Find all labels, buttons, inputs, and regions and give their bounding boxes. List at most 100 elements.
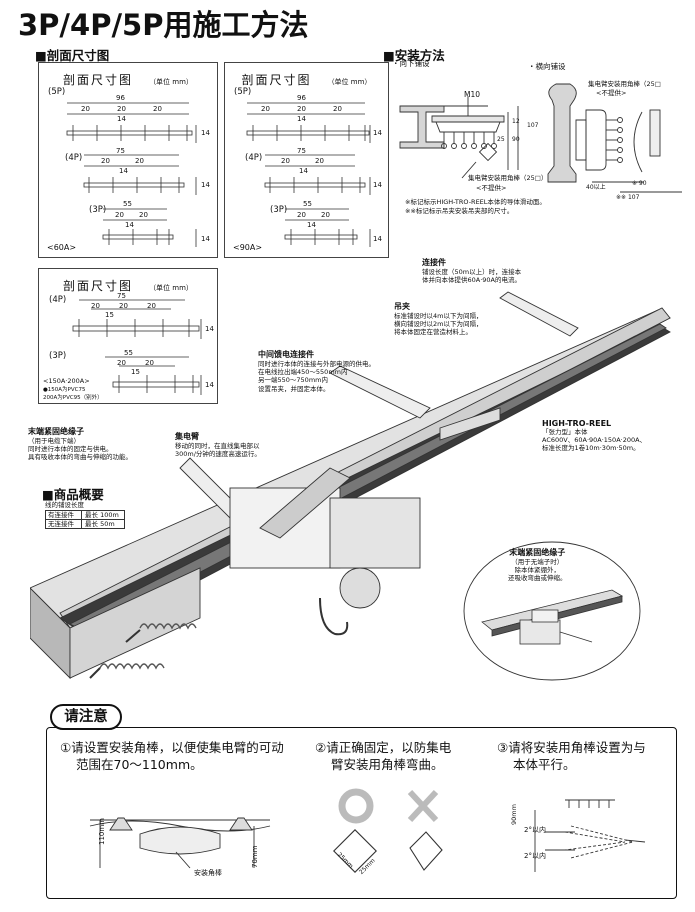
step3-dim-90: 90mm <box>510 804 518 825</box>
dim-25: 25 <box>497 136 505 143</box>
pitch-4p-c: 20 <box>147 302 156 310</box>
inner-3p: 14 <box>125 221 134 229</box>
callout-collector-arm: 集电臂 移动的同时，在直线集电部以 300m/分钟的速度高速运行。 <box>175 432 261 459</box>
label-5p: (5P) <box>234 87 252 97</box>
pitch-5p-b: 20 <box>117 105 126 113</box>
step1-dim-left: 110mm <box>98 818 106 845</box>
width-3p: 55 <box>123 200 132 208</box>
footer-150a-note2: 200A为PVC95（别外） <box>43 395 103 401</box>
dim-90-side: ※ 90 <box>632 180 647 187</box>
profile-drawing-150a <box>72 299 202 395</box>
overview-table: 有连接件 最长 100m 无连接件 最长 50m <box>45 510 125 529</box>
install-drawing <box>399 83 682 193</box>
pitch-3p-b: 20 <box>145 359 154 367</box>
overview-heading: 线的铺设长度 <box>45 501 84 509</box>
callout-high-tro-reel: HIGH-TRO-REEL 「张力型」本体 AC600V、60A·90A·150… <box>542 419 647 453</box>
install-note-2: ※※标记标示吊夹安装吊夹部的尺寸。 <box>405 207 514 215</box>
dim-107: 107 <box>527 122 539 129</box>
height-3p: 14 <box>205 381 214 389</box>
inner-3p: 15 <box>131 368 140 376</box>
profile-drawing-90a <box>246 102 371 247</box>
width-4p: 75 <box>116 147 125 155</box>
bolt-m10-label: M10 <box>464 90 481 99</box>
dimension-box-title: 剖面尺寸图（单位 mm） <box>241 73 372 87</box>
pitch-4p-a: 20 <box>91 302 100 310</box>
label-3p: (3P) <box>270 205 288 215</box>
page-title: 3P/4P/5P用施工方法 <box>18 8 309 42</box>
section-install-heading: ■安装方法 <box>383 48 445 63</box>
install-note-1: ※标记标示HIGH-TRO-REEL本体的导体滑动面。 <box>405 198 546 206</box>
dimension-box-title: 剖面尺寸图（单位 mm） <box>63 73 193 87</box>
label-4p: (4P) <box>65 153 83 163</box>
pitch-4p-a: 20 <box>101 157 110 165</box>
pitch-3p-a: 20 <box>115 211 124 219</box>
label-5p: (5P) <box>48 87 66 97</box>
pitch-3p-b: 20 <box>139 211 148 219</box>
pitch-4p-b: 20 <box>119 302 128 310</box>
height-4p: 14 <box>201 181 210 189</box>
inner-5p: 14 <box>117 115 126 123</box>
not-supplied-side: <不提供> <box>596 89 627 97</box>
install-side-label: ・横向铺设 <box>528 62 566 71</box>
width-4p: 75 <box>117 292 126 300</box>
width-5p: 96 <box>116 94 125 102</box>
dimension-box-60a: 剖面尺寸图（单位 mm） (5P) (4P) (3P) 96 75 55 20 … <box>38 62 218 258</box>
step3-angle-2: 2°以内 <box>524 852 546 860</box>
dim-12: 12 <box>512 118 520 125</box>
label-3p: (3P) <box>49 351 67 361</box>
dim-90: 90 <box>512 136 520 143</box>
step1-dim-right: 70mm <box>251 845 259 868</box>
label-4p: (4P) <box>49 295 67 305</box>
step1-drawing <box>89 817 271 869</box>
pitch-3p-b: 20 <box>321 211 330 219</box>
footer-150a-note1: ●150A为PVC75 <box>43 387 86 393</box>
pitch-3p-a: 20 <box>297 211 306 219</box>
dimension-box-title: 剖面尺寸图（单位 mm） <box>63 279 193 293</box>
step3-drawing <box>534 799 646 872</box>
callout-end-insulator: 末端紧固绝缘子 （用于电缆下端） 同时进行本体的固定与供电。 具有吸收本体的弯曲… <box>28 427 132 462</box>
width-3p: 55 <box>303 200 312 208</box>
pitch-5p-a: 20 <box>81 105 90 113</box>
pitch-5p-c: 20 <box>153 105 162 113</box>
section-dimensions-heading: ■剖面尺寸图 <box>35 48 110 63</box>
footer-150a: <150A·200A> <box>43 377 90 385</box>
caution-box <box>46 727 677 899</box>
height-4p: 14 <box>205 325 214 333</box>
label-3p: (3P) <box>89 205 107 215</box>
step1-caption: 安装角棒 <box>194 869 222 877</box>
width-5p: 96 <box>297 94 306 102</box>
height-5p: 14 <box>201 129 210 137</box>
caution-step-3: ③请将安装用角棒设置为与 本体平行。 <box>497 740 646 772</box>
step2-drawing <box>333 788 443 873</box>
callout-hanger: 吊夹 标准铺设时以4m以下为间隔， 横向铺设时以2m以下为间隔， 将本体固定在营… <box>394 302 483 337</box>
pitch-4p-a: 20 <box>281 157 290 165</box>
callout-joint: 连接件 铺设长度（50m以上）时，连接本 体并向本体提供60A·90A的电流。 <box>422 258 522 285</box>
section-overview-heading: ■商品概要 <box>42 487 104 502</box>
system-illustration <box>30 291 671 680</box>
ng-cross-icon <box>407 789 439 823</box>
height-4p: 14 <box>373 181 382 189</box>
pitch-5p-c: 20 <box>333 105 342 113</box>
inner-4p: 14 <box>299 167 308 175</box>
label-4p: (4P) <box>245 153 263 163</box>
dimension-box-90a: 剖面尺寸图（单位 mm） (5P) (4P) (3P) 96 75 55 20 … <box>224 62 389 258</box>
table-row: 有连接件 最长 100m <box>46 511 124 520</box>
inner-5p: 14 <box>297 115 306 123</box>
inner-4p: 14 <box>119 167 128 175</box>
pitch-4p-b: 20 <box>135 157 144 165</box>
caution-title: 请注意 <box>50 704 122 730</box>
callout-feeder: 中间馈电连接件 同时进行本体的连接与外部电源的供电。 在电线拉出端450～550… <box>258 350 375 393</box>
footer-90a: <90A> <box>233 243 263 252</box>
table-row: 无连接件 最长 50m <box>48 520 115 528</box>
inner-4p: 15 <box>105 311 114 319</box>
pitch-5p-b: 20 <box>297 105 306 113</box>
pitch-5p-a: 20 <box>261 105 270 113</box>
pitch-4p-b: 20 <box>315 157 324 165</box>
dim-107-side: ※※ 107 <box>616 194 640 201</box>
ok-circle-icon <box>338 788 374 824</box>
not-supplied-down: <不提供> <box>476 184 507 192</box>
caution-step-1: ①请设置安装角棒，以便使集电臂的可动 范围在70～110mm。 <box>60 740 284 772</box>
width-3p: 55 <box>124 349 133 357</box>
height-5p: 14 <box>373 129 382 137</box>
callout-end-insulator-2: 末端紧固绝缘子 （用于无端子时） 除本体紧绷外， 还吸收弯曲或伸缩。 <box>508 548 567 583</box>
